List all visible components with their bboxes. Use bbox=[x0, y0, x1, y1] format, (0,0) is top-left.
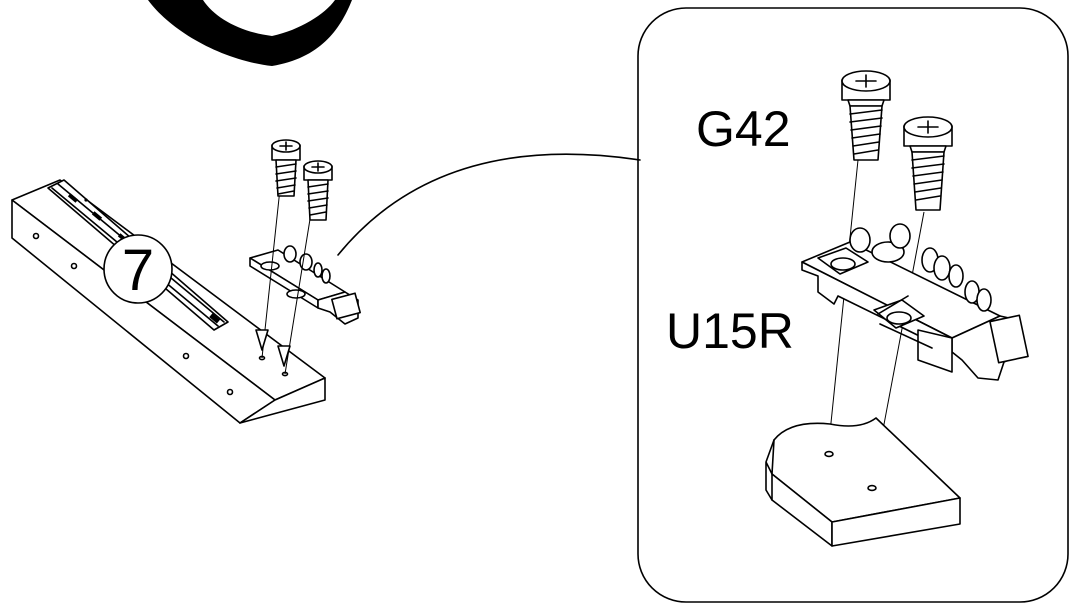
panel-fragment bbox=[765, 417, 961, 547]
rotation-arrow bbox=[148, 0, 352, 66]
detail-callout: G42 U15R bbox=[637, 7, 1069, 603]
screw-g42-2 bbox=[903, 116, 953, 211]
panel-assembly: 7 bbox=[11, 179, 326, 424]
screw-g42-1 bbox=[841, 70, 891, 161]
step-number: 7 bbox=[122, 238, 154, 303]
screw-label: G42 bbox=[696, 101, 791, 157]
step-number-badge: 7 bbox=[103, 234, 173, 304]
hinge-label: U15R bbox=[666, 303, 794, 359]
screws-small bbox=[255, 139, 333, 375]
hinge-small bbox=[249, 245, 361, 325]
callout-arc bbox=[337, 153, 641, 256]
hinge-u15r bbox=[801, 223, 1029, 381]
